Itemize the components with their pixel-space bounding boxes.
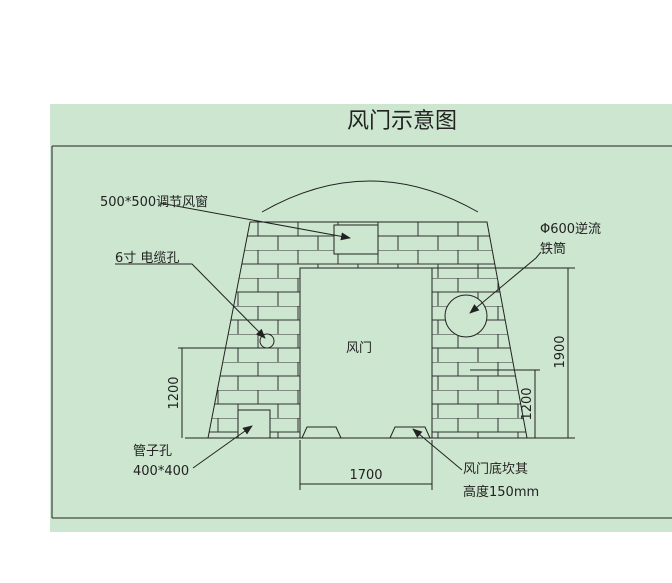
- sill-label-2: 高度150mm: [463, 484, 539, 500]
- sill-label-1: 风门底坎其: [463, 461, 528, 477]
- dim-left-1200-text: 1200: [167, 376, 182, 409]
- door: [299, 267, 433, 439]
- dim-1900-text: 1900: [553, 335, 568, 368]
- pipe-leader: [192, 425, 253, 469]
- door-label: 风门: [346, 341, 372, 356]
- door-sill-right: [389, 426, 431, 439]
- dim-1700-text: 1700: [349, 468, 382, 483]
- regulating-window: [333, 224, 379, 255]
- dim-right-1200-text: 1200: [520, 387, 535, 420]
- door-sill-left: [301, 426, 342, 439]
- diagram-title: 风门示意图: [347, 109, 457, 134]
- iron-tube: [444, 294, 488, 338]
- arch: [261, 180, 479, 213]
- pipe-hole-label-1: 管子孔: [133, 444, 172, 459]
- iron-tube-label-2: 铁筒: [540, 241, 566, 257]
- cable-hole: [259, 333, 275, 349]
- sill-leader: [412, 428, 463, 471]
- window-label: 500*500调节风窗: [100, 194, 208, 210]
- cable-leader: [115, 263, 266, 339]
- tube-leader: [469, 251, 542, 314]
- window-leader: [159, 202, 351, 241]
- cable-hole-label: 6寸 电缆孔: [115, 250, 179, 266]
- iron-tube-label-1: Φ600逆流: [540, 221, 601, 237]
- pipe-hole: [237, 409, 271, 439]
- pipe-hole-label-2: 400*400: [133, 464, 189, 479]
